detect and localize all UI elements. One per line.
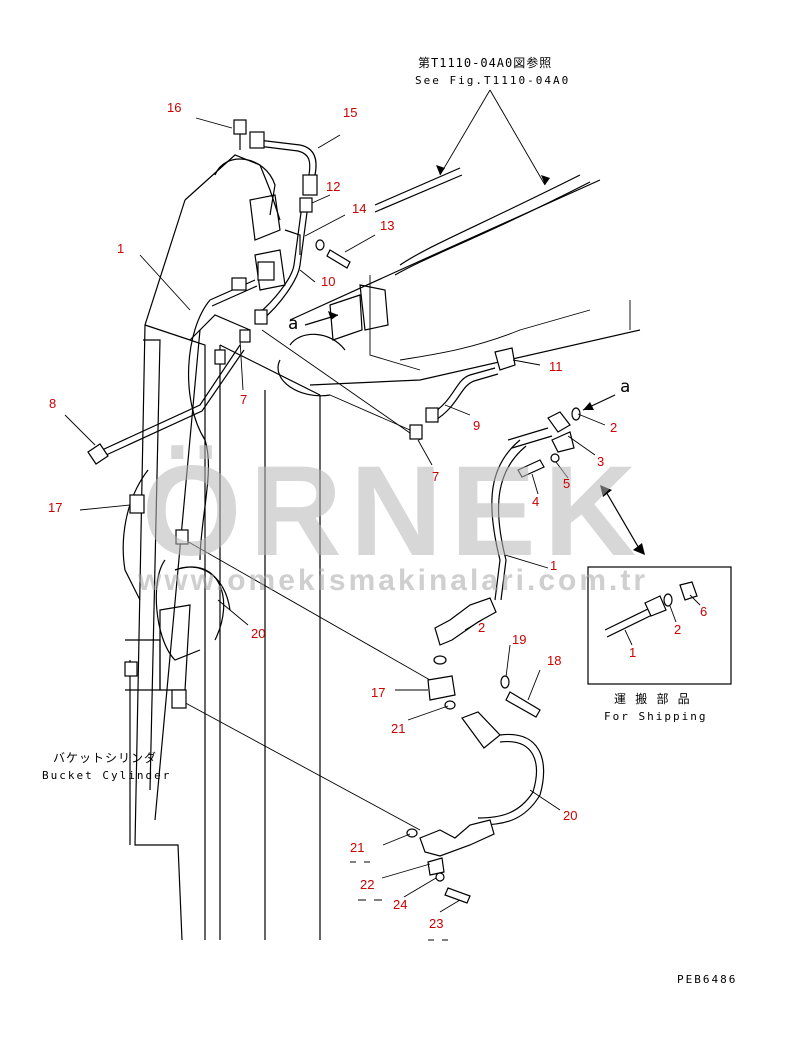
- callout-7-upper: 7: [240, 392, 247, 407]
- callout-22: 22: [360, 877, 374, 892]
- callout-16: 16: [167, 100, 181, 115]
- drawing-code: PEB6486: [677, 973, 737, 986]
- callout-17-left: 17: [48, 500, 62, 515]
- callout-14: 14: [352, 201, 366, 216]
- leader-lines: [64, 89, 732, 941]
- bucket-cylinder-label-en: Bucket Cylinder: [42, 769, 171, 782]
- text-labels: 第T1110-04A0図参照 See Fig.T1110-04A0 バケットシリ…: [42, 55, 737, 986]
- callout-1-upper: 1: [117, 241, 124, 256]
- callout-21-upper: 21: [391, 721, 405, 736]
- callout-13: 13: [380, 218, 394, 233]
- callout-15: 15: [343, 105, 357, 120]
- arrow-a-label-right: a: [620, 377, 630, 397]
- callout-2-lower: 2: [478, 620, 485, 635]
- bucket-cylinder-label-jp: バケットシリンダ: [53, 750, 157, 765]
- watermark: ÖRNEK www.omekismakinalari.com.tr: [137, 440, 648, 597]
- watermark-site: www.omekismakinalari.com.tr: [137, 564, 648, 597]
- callout-3: 3: [597, 454, 604, 469]
- callout-1-shipping: 1: [629, 645, 636, 660]
- watermark-brand: ÖRNEK: [142, 440, 644, 583]
- callout-17-lower: 17: [371, 685, 385, 700]
- callout-5: 5: [563, 476, 570, 491]
- callout-1-middle: 1: [550, 558, 557, 573]
- callout-23: 23: [429, 916, 443, 931]
- callout-4: 4: [532, 494, 539, 509]
- arrow-a-label-upper: a: [288, 314, 298, 334]
- arm-structure: [125, 154, 641, 941]
- callout-2-upper: 2: [610, 420, 617, 435]
- callout-12: 12: [326, 179, 340, 194]
- callout-21-lower: 21: [350, 840, 364, 855]
- shipping-box: [587, 566, 732, 685]
- callout-20-left: 20: [251, 626, 265, 641]
- reference-label-jp: 第T1110-04A0図参照: [418, 55, 552, 70]
- callouts: 16 15 12 14 13 10 1 8 7 11 9 7 2 3 5 4 1…: [48, 100, 707, 931]
- callout-10: 10: [321, 274, 335, 289]
- reference-label-en: See Fig.T1110-04A0: [415, 74, 570, 87]
- callout-7-lower: 7: [432, 469, 439, 484]
- callout-20-right: 20: [563, 808, 577, 823]
- shipping-label-en: For Shipping: [604, 710, 707, 723]
- fittings: [87, 119, 698, 904]
- callout-8: 8: [49, 396, 56, 411]
- callout-24: 24: [393, 897, 407, 912]
- callout-18: 18: [547, 653, 561, 668]
- callout-9: 9: [473, 418, 480, 433]
- shipping-label-jp: 運 搬 部 品: [614, 691, 691, 706]
- callout-6: 6: [700, 604, 707, 619]
- callout-11: 11: [549, 359, 563, 374]
- callout-2-shipping: 2: [674, 622, 681, 637]
- callout-19: 19: [512, 632, 526, 647]
